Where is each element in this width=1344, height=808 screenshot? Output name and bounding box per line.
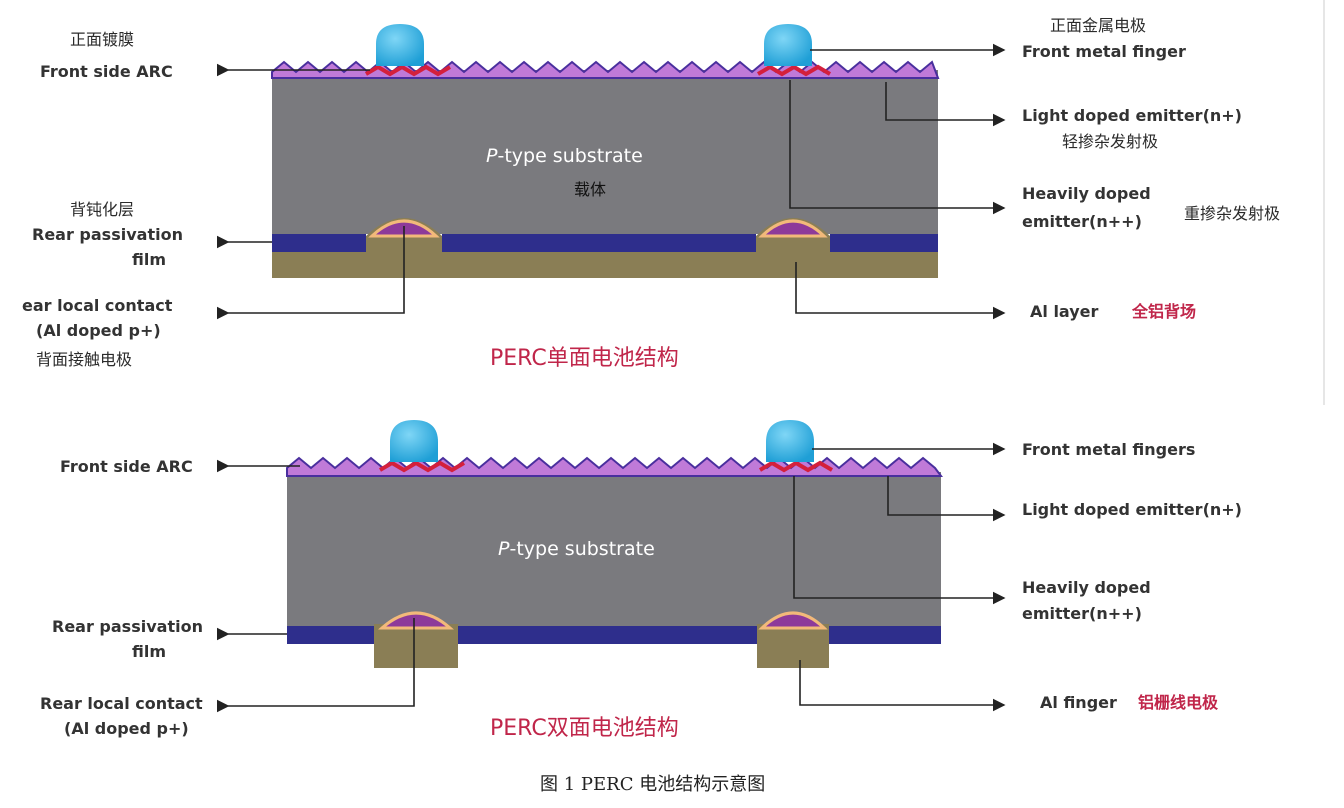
- bottom-heavy-en-1: Heavily doped: [1022, 578, 1151, 597]
- bottom-front-finger-right: [766, 420, 814, 462]
- figure-caption: 图 1 PERC 电池结构示意图: [540, 774, 766, 795]
- bottom-contact-en-1: Rear local contact: [40, 694, 203, 713]
- top-substrate: [272, 70, 938, 234]
- bottom-arc-en: Front side ARC: [60, 457, 193, 476]
- top-al-en: Al layer: [1030, 302, 1099, 321]
- top-contact-en-2: (Al doped p+): [36, 321, 161, 340]
- bottom-substrate-label-rest: -type substrate: [509, 538, 655, 560]
- top-rear-passivation-mid: [442, 234, 756, 252]
- bottom-al-en: Al finger: [1040, 693, 1117, 712]
- bottom-leader-lines: [216, 442, 1006, 713]
- bottom-local-contact-right: [758, 611, 828, 630]
- top-substrate-label: P-type substrate: [486, 145, 643, 167]
- top-rear-passivation-left: [272, 234, 366, 252]
- top-front-finger-left: [376, 24, 424, 66]
- bottom-substrate-label: P-type substrate: [498, 538, 655, 560]
- top-finger-cn: 正面金属电极: [1050, 16, 1147, 35]
- top-arc-en: Front side ARC: [40, 62, 173, 81]
- top-heavy-en-2: emitter(n++): [1022, 212, 1142, 231]
- top-heavy-emitter-left: [364, 64, 452, 77]
- top-leader-lines: [216, 43, 1006, 320]
- bottom-heavy-emitter-left: [378, 460, 466, 473]
- top-substrate-label-rest: -type substrate: [497, 145, 643, 167]
- bottom-heavy-en-2: emitter(n++): [1022, 604, 1142, 623]
- top-diagram-title: PERC单面电池结构: [490, 346, 679, 371]
- bottom-diagram-title: PERC双面电池结构: [490, 716, 679, 741]
- top-light-en: Light doped emitter(n+): [1022, 106, 1242, 125]
- top-al-cn: 全铝背场: [1132, 302, 1197, 321]
- top-substrate-cn: 载体: [574, 180, 607, 199]
- top-heavy-en-1: Heavily doped: [1022, 184, 1151, 203]
- top-finger-en: Front metal finger: [1022, 42, 1186, 61]
- bottom-substrate-label-p: P: [498, 538, 510, 560]
- bottom-cell: [286, 420, 943, 668]
- top-passivation-cn: 背钝化层: [70, 200, 135, 219]
- page-edge-line: [1323, 0, 1325, 405]
- bottom-contact-en-2: (Al doped p+): [64, 719, 189, 738]
- top-passivation-en-1: Rear passivation: [32, 225, 183, 244]
- top-heavy-cn: 重掺杂发射极: [1184, 204, 1281, 223]
- bottom-heavy-emitter-right: [758, 460, 834, 473]
- top-contact-cn: 背面接触电极: [36, 350, 133, 369]
- top-substrate-label-p: P: [486, 145, 498, 167]
- top-heavy-emitter-right: [756, 64, 832, 77]
- bottom-al-cn: 铝栅线电极: [1138, 693, 1219, 712]
- top-rear-passivation-right: [830, 234, 938, 252]
- bottom-passivation-en-1: Rear passivation: [52, 617, 203, 636]
- bottom-passivation-en-2: film: [132, 642, 167, 661]
- bottom-front-finger-left: [390, 420, 438, 462]
- bottom-light-en: Light doped emitter(n+): [1022, 500, 1242, 519]
- top-front-finger-right: [764, 24, 812, 66]
- top-passivation-en-2: film: [132, 250, 167, 269]
- bottom-substrate: [287, 472, 941, 626]
- bottom-local-contact-left: [378, 611, 454, 630]
- top-arc-cn: 正面镀膜: [70, 30, 135, 49]
- top-contact-en-1: ear local contact: [22, 296, 173, 315]
- bottom-finger-en: Front metal fingers: [1022, 440, 1196, 459]
- top-al-layer: [272, 252, 938, 278]
- top-light-cn: 轻掺杂发射极: [1062, 132, 1159, 151]
